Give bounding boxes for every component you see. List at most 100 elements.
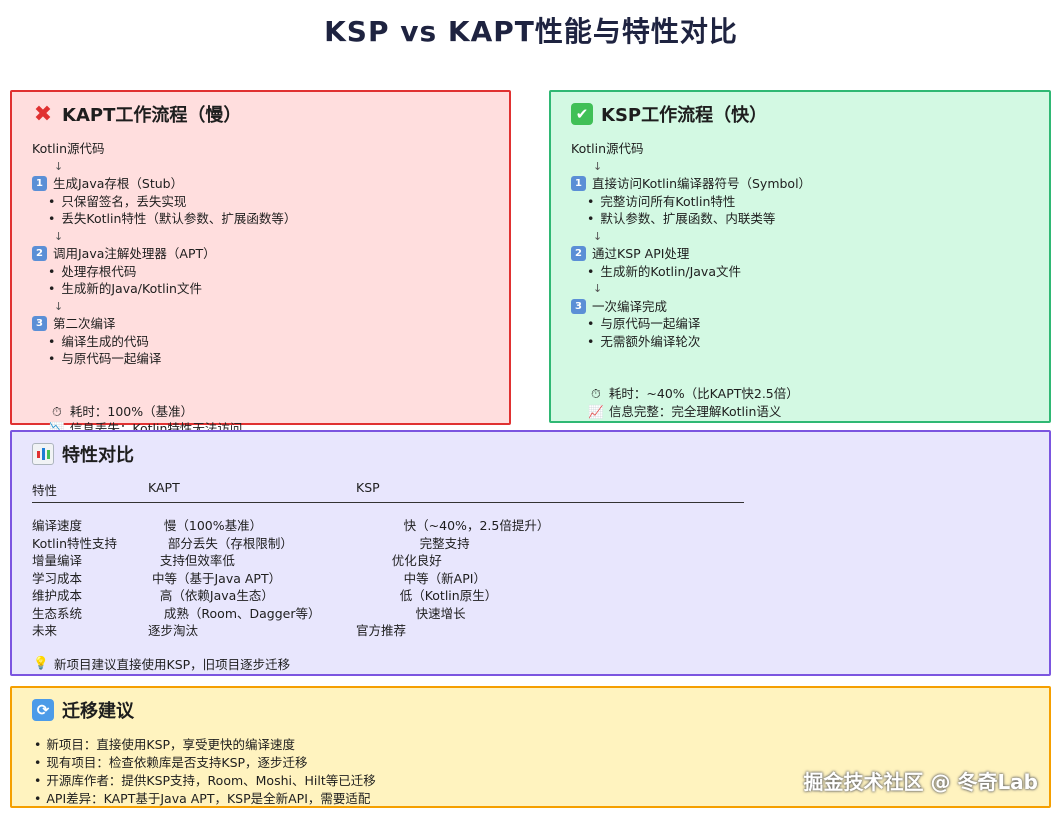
- table-cell: 中等（基于Java APT）: [148, 570, 282, 586]
- table-cell: 官方推荐: [356, 623, 407, 638]
- page-title: KSP vs KAPT性能与特性对比: [324, 15, 738, 48]
- ksp-info-text: 信息完整：完全理解Kotlin语义: [608, 403, 782, 419]
- migration-panel-heading: ⟳ 迁移建议: [32, 696, 1029, 724]
- kapt-step-2: 2 调用Java注解处理器（APT）: [32, 245, 489, 263]
- recommendation-tip: 💡 新项目建议直接使用KSP，旧项目逐步迁移: [32, 654, 1029, 673]
- cycle-arrows-icon: ⟳: [32, 699, 54, 721]
- table-row: 维护成本 高（依赖Java生态） 低（Kotlin原生）: [32, 587, 1029, 605]
- table-cell: 逐步淘汰: [148, 623, 199, 638]
- kapt-step-1-label: 生成Java存根（Stub）: [53, 176, 184, 191]
- ksp-step-3: 3 一次编译完成: [571, 298, 1029, 316]
- flow-arrow: ↓: [54, 299, 64, 313]
- number-3-icon: 3: [32, 316, 47, 332]
- column-header: KAPT: [148, 480, 180, 495]
- table-cell: 学习成本: [32, 570, 83, 586]
- table-cell: 慢（100%基准）: [148, 518, 263, 533]
- flow-arrow: ↓: [593, 229, 603, 243]
- kapt-step-3-label: 第二次编译: [53, 316, 116, 331]
- chart-increasing-icon: 📈: [588, 403, 604, 419]
- compare-table-body: 编译速度 慢（100%基准） 快（~40%，2.5倍提升） Kotlin特性支持…: [32, 517, 1029, 640]
- list-item: 生成新的Java/Kotlin文件: [32, 280, 489, 298]
- list-item: 开源库作者：提供KSP支持，Room、Moshi、Hilt等已迁移: [32, 772, 1029, 790]
- list-item: 无需额外编译轮次: [571, 333, 1029, 351]
- ksp-workflow-panel: ✔ KSP工作流程（快） Kotlin源代码 ↓ 1 直接访问Kotlin编译器…: [549, 90, 1051, 423]
- ksp-info: 📈信息完整：完全理解Kotlin语义: [571, 385, 1029, 419]
- table-cell: 快速增长: [356, 605, 466, 621]
- list-item: 处理存根代码: [32, 263, 489, 281]
- list-item: 丢失Kotlin特性（默认参数、扩展函数等）: [32, 210, 489, 228]
- check-mark-icon: ✔: [571, 103, 593, 125]
- column-header: KSP: [356, 480, 380, 495]
- migration-advice-panel: ⟳ 迁移建议 新项目：直接使用KSP，享受更快的编译速度 现有项目：检查依赖库是…: [10, 686, 1051, 808]
- table-row: 编译速度 慢（100%基准） 快（~40%，2.5倍提升）: [32, 517, 1029, 535]
- compare-heading-text: 特性对比: [62, 445, 134, 466]
- header-divider: [32, 502, 744, 503]
- table-cell: 编译速度: [32, 518, 83, 533]
- kapt-workflow-panel: ✖ KAPT工作流程（慢） Kotlin源代码 ↓ 1 生成Java存根（Stu…: [10, 90, 511, 436]
- table-row: 学习成本 中等（基于Java APT） 中等（新API）: [32, 570, 1029, 588]
- table-row: 增量编译 支持但效率低 优化良好: [32, 552, 1029, 570]
- table-cell: 低（Kotlin原生）: [356, 588, 498, 603]
- list-item: 只保留签名，丢失实现: [32, 193, 489, 211]
- ksp-time-text: 耗时：~40%（比KAPT快2.5倍）: [608, 386, 799, 401]
- ksp-panel-heading: ✔ KSP工作流程（快）: [571, 100, 1029, 128]
- table-cell: 支持但效率低: [148, 553, 235, 568]
- stopwatch-icon: ⏱: [591, 386, 601, 401]
- kapt-panel-heading: ✖ KAPT工作流程（慢）: [32, 100, 489, 128]
- list-item: 生成新的Kotlin/Java文件: [571, 263, 1029, 281]
- tip-text: 新项目建议直接使用KSP，旧项目逐步迁移: [54, 656, 291, 672]
- bar-chart-icon: [32, 443, 54, 465]
- ksp-step-1-label: 直接访问Kotlin编译器符号（Symbol）: [592, 176, 812, 191]
- ksp-source: Kotlin源代码: [571, 141, 644, 156]
- compare-table-header: 特性 KAPT KSP: [32, 480, 1029, 498]
- ksp-step-1: 1 直接访问Kotlin编译器符号（Symbol）: [571, 175, 1029, 193]
- list-item: API差异：KAPT基于Java APT，KSP是全新API，需要适配: [32, 790, 1029, 808]
- number-2-icon: 2: [32, 246, 47, 262]
- table-cell: 未来: [32, 623, 58, 638]
- list-item: 与原代码一起编译: [571, 315, 1029, 333]
- kapt-step-2-label: 调用Java注解处理器（APT）: [53, 246, 216, 261]
- ksp-step-2-label: 通过KSP API处理: [592, 246, 690, 261]
- flow-arrow: ↓: [54, 159, 64, 173]
- ksp-time: ⏱ 耗时：~40%（比KAPT快2.5倍）: [571, 368, 1029, 401]
- migration-heading-text: 迁移建议: [62, 701, 134, 722]
- table-cell: 维护成本: [32, 588, 83, 603]
- migration-list: 新项目：直接使用KSP，享受更快的编译速度 现有项目：检查依赖库是否支持KSP，…: [32, 736, 1029, 808]
- kapt-source: Kotlin源代码: [32, 141, 105, 156]
- feature-comparison-panel: 特性对比 特性 KAPT KSP 编译速度 慢（100%基准） 快（~40%，2…: [10, 430, 1051, 676]
- number-1-icon: 1: [32, 176, 47, 192]
- number-1-icon: 1: [571, 176, 586, 192]
- ksp-step-2: 2 通过KSP API处理: [571, 245, 1029, 263]
- table-cell: 快（~40%，2.5倍提升）: [356, 518, 550, 533]
- stopwatch-icon: ⏱: [52, 403, 62, 419]
- kapt-heading-text: KAPT工作流程（慢）: [62, 105, 242, 126]
- lightbulb-icon: 💡: [33, 655, 49, 670]
- number-3-icon: 3: [571, 298, 586, 314]
- cross-mark-icon: ✖: [33, 101, 53, 127]
- list-item: 编译生成的代码: [32, 333, 489, 351]
- list-item: 完整访问所有Kotlin特性: [571, 193, 1029, 211]
- table-cell: 部分丢失（存根限制）: [148, 535, 293, 551]
- watermark: 掘金技术社区 @ 冬奇Lab: [803, 770, 1038, 794]
- table-cell: 完整支持: [356, 535, 470, 551]
- flow-arrow: ↓: [593, 159, 603, 173]
- table-cell: 生态系统: [32, 605, 83, 621]
- kapt-time: ⏱ 耗时：100%（基准）: [32, 385, 489, 419]
- kapt-time-text: 耗时：100%（基准）: [69, 403, 194, 419]
- compare-panel-heading: 特性对比: [32, 440, 1029, 468]
- column-header: 特性: [32, 483, 58, 498]
- list-item: 与原代码一起编译: [32, 350, 489, 368]
- table-cell: 高（依赖Java生态）: [148, 588, 274, 603]
- table-cell: 增量编译: [32, 553, 83, 568]
- list-item: 现有项目：检查依赖库是否支持KSP，逐步迁移: [32, 754, 1029, 772]
- table-row: 未来 逐步淘汰 官方推荐: [32, 622, 1029, 640]
- kapt-step-3: 3 第二次编译: [32, 315, 489, 333]
- table-cell: 优化良好: [356, 553, 442, 568]
- table-row: Kotlin特性支持 部分丢失（存根限制） 完整支持: [32, 535, 1029, 553]
- ksp-heading-text: KSP工作流程（快）: [601, 105, 768, 126]
- list-item: 新项目：直接使用KSP，享受更快的编译速度: [32, 736, 1029, 754]
- kapt-step-1: 1 生成Java存根（Stub）: [32, 175, 489, 193]
- table-cell: 中等（新API）: [356, 570, 486, 586]
- table-cell: 成熟（Room、Dagger等）: [148, 605, 321, 621]
- table-row: 生态系统 成熟（Room、Dagger等） 快速增长: [32, 605, 1029, 623]
